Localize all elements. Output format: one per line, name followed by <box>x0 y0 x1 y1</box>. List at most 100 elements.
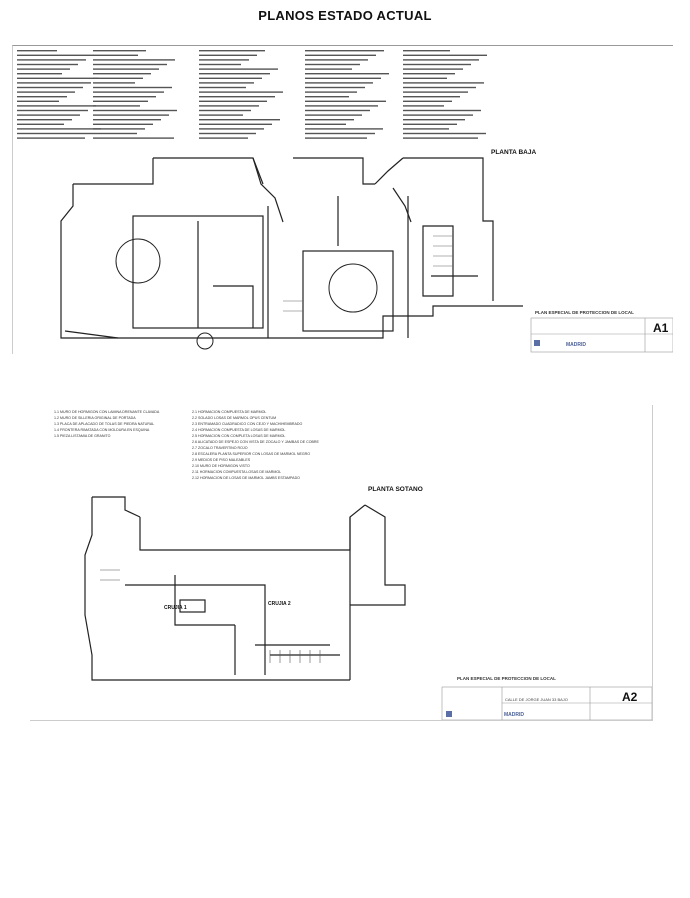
legend-line <box>403 105 444 107</box>
legend-line <box>403 114 473 116</box>
legend-line <box>403 86 476 89</box>
legend-line <box>199 96 275 98</box>
circles-planta-baja <box>115 238 378 350</box>
legend-line <box>305 86 365 89</box>
legend-line <box>17 77 99 79</box>
legend-line <box>199 100 267 102</box>
legend-line <box>93 128 145 130</box>
legend-line <box>305 123 346 125</box>
legend-line <box>403 73 455 75</box>
legend-item: 1.3 PLACA DE APLACADO DE TOLAS DE PIEDRA… <box>54 422 154 426</box>
legend-line <box>199 50 265 52</box>
legend-line <box>403 96 460 98</box>
legend-line <box>93 114 169 116</box>
page-title: PLANOS ESTADO ACTUAL <box>258 8 432 23</box>
legend-line <box>17 100 59 102</box>
city-logo-text-a2: MADRID <box>504 712 524 718</box>
legend-a2: 1.1 MURO DE HORMIGON CON LAMINA DRENANTE… <box>54 410 319 480</box>
legend-line <box>305 59 368 61</box>
legend-line <box>305 54 376 56</box>
legend-line <box>403 123 457 125</box>
legend-line <box>17 105 96 107</box>
title-block-label-a2: PLAN ESPECIAL DE PROTECCION DE LOCAL <box>457 676 556 681</box>
legend-line <box>17 91 75 93</box>
walls-planta-baja <box>60 157 523 339</box>
legend-line <box>93 123 153 125</box>
legend-line <box>17 50 57 52</box>
hatch-planta-sotano <box>100 569 321 663</box>
legend-line <box>199 132 256 135</box>
legend-item: 2.7 ZOCALO TRAVERTINO ROJO <box>192 446 248 450</box>
legend-line <box>403 109 481 112</box>
legend-line <box>93 119 161 121</box>
legend-line <box>305 114 362 116</box>
legend-line <box>93 73 151 75</box>
legend-line <box>305 50 384 52</box>
legend-item: 2.12 HORMACION DE LOSAS DE MARMOL JAMBS … <box>192 476 300 480</box>
legend-line <box>17 128 101 130</box>
legend-line <box>199 63 241 66</box>
legend-line <box>17 96 67 98</box>
legend-item: 2.10 MURO DE HORMIGON VISTO <box>192 464 250 468</box>
legend-line <box>199 77 262 79</box>
sheet-a1: PLANTA BAJA PLAN ESPECIAL DE PROTECCION … <box>12 45 673 354</box>
legend-line <box>403 100 452 102</box>
sheet-number-a2: A2 <box>622 690 638 704</box>
legend-item: 1.5 PIEZA LISTAMIA DE GRANITO <box>54 434 111 438</box>
legend-item: 2.8 ESCALERA PLANTA SUPERIOR CON LOSAS D… <box>192 452 310 456</box>
legend-line <box>305 119 354 121</box>
legend-line <box>305 100 386 102</box>
legend-a1 <box>17 50 487 139</box>
legend-line <box>199 59 249 61</box>
legend-line <box>305 73 389 75</box>
legend-line <box>403 82 484 84</box>
legend-line <box>17 54 94 56</box>
legend-line <box>17 86 83 89</box>
floor-plan-planta-sotano: 1.1 MURO DE HORMIGON CON LAMINA DRENANTE… <box>54 410 652 720</box>
legend-line <box>17 68 70 70</box>
legend-line <box>17 137 85 139</box>
legend-item: 2.5 HORMACION CON COMPLETA LOSAS DE MARM… <box>192 434 285 438</box>
legend-line <box>17 59 86 61</box>
city-logo-text: MADRID <box>566 342 586 348</box>
legend-line <box>17 109 88 112</box>
legend-line <box>93 100 148 102</box>
city-logo-icon <box>534 340 540 346</box>
legend-line <box>199 105 259 107</box>
legend-line <box>305 137 367 139</box>
legend-line <box>403 137 478 139</box>
legend-item: 2.3 ENTRAMADO CUADRADICO CON CEJO Y MACH… <box>192 422 302 426</box>
room-label-crujia-2: CRUJIA 2 <box>268 601 291 607</box>
legend-line <box>93 50 146 52</box>
legend-item: 2.1 HORMACION COMPUESTA DE MARMOL <box>192 410 266 414</box>
title-block-a2 <box>441 686 652 720</box>
legend-line <box>403 68 463 70</box>
legend-line <box>403 59 479 61</box>
floor-plan-planta-baja: PLANTA BAJA PLAN ESPECIAL DE PROTECCION … <box>17 50 673 353</box>
plan-label-planta-sotano: PLANTA SOTANO <box>368 486 423 493</box>
legend-line <box>305 63 360 66</box>
legend-line <box>403 77 447 79</box>
legend-line <box>93 109 177 112</box>
legend-line <box>199 82 254 84</box>
legend-item: 2.2 SOLADO LOSAS DE MARMOL OPUS CENTUM <box>192 416 276 420</box>
sheet-a2: 1.1 MURO DE HORMIGON CON LAMINA DRENANTE… <box>30 405 653 721</box>
legend-item: 2.4 HORMACION COMPUESTA DE LOSAS DE MARM… <box>192 428 285 432</box>
legend-line <box>199 73 270 75</box>
legend-line <box>403 63 471 66</box>
legend-line <box>93 96 156 98</box>
legend-item: 1.4 FRONTERA RIMATADA CON MOLDURA EN ESQ… <box>54 428 150 432</box>
legend-line <box>305 68 352 70</box>
legend-line <box>93 63 167 66</box>
legend-line <box>403 50 450 52</box>
legend-line <box>403 54 487 56</box>
legend-line <box>17 114 80 116</box>
legend-item: 2.6 ALICATADO DE ESPEJO CON VISTA DE ZOC… <box>192 440 319 444</box>
legend-line <box>305 109 370 112</box>
legend-line <box>93 82 135 84</box>
legend-line <box>199 54 257 56</box>
legend-line <box>93 105 140 107</box>
legend-line <box>17 82 91 84</box>
legend-line <box>403 128 449 130</box>
title-block-a1 <box>530 317 673 353</box>
